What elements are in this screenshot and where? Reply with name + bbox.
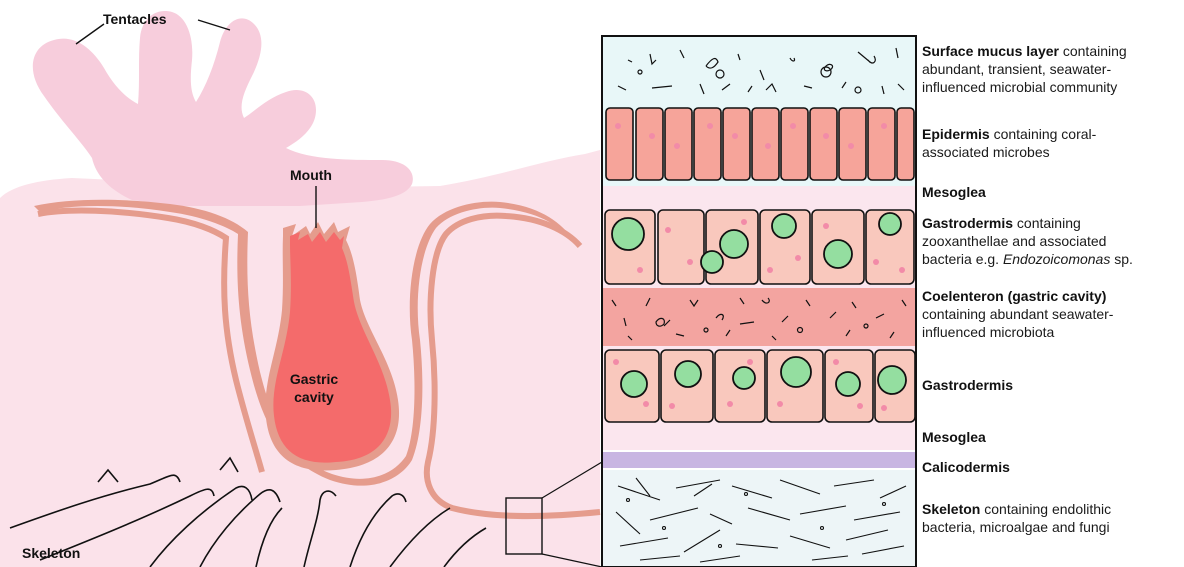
legend-mucus-desc-3: influenced microbial community <box>922 79 1117 95</box>
epidermis-cell <box>636 108 663 180</box>
epidermis-nucleus <box>823 133 829 139</box>
zooxanthella <box>621 371 647 397</box>
legend-mesoglea-2: Mesoglea <box>922 428 1184 446</box>
epidermis-nucleus <box>881 123 887 129</box>
tentacles-label: Tentacles <box>103 11 167 27</box>
mesoglea-layer-1 <box>602 186 916 206</box>
legend-mucus-desc-1: containing <box>1059 43 1127 59</box>
epidermis-nucleus <box>765 143 771 149</box>
legend-epidermis: Epidermis containing coral- associated m… <box>922 125 1184 161</box>
zooxanthella <box>878 366 906 394</box>
legend-mesoglea-1: Mesoglea <box>922 183 1184 201</box>
gastrodermis-nucleus <box>643 401 649 407</box>
gastrodermis-nucleus <box>669 403 675 409</box>
gastric-cavity-label-line1: Gastric <box>290 371 338 387</box>
epidermis-cell <box>723 108 750 180</box>
legend-gastrodermis-1-desc-3a: bacteria e.g. <box>922 251 1003 267</box>
legend-mesoglea-2-title: Mesoglea <box>922 429 986 445</box>
zooxanthella <box>701 251 723 273</box>
epidermis-cell <box>897 108 914 180</box>
polyp-cross-section: Tentacles Mouth Gastric cavity Skeleton <box>0 11 602 567</box>
calicodermis-layer <box>602 452 916 468</box>
gastrodermis-nucleus <box>873 259 879 265</box>
zooxanthella <box>824 240 852 268</box>
gastrodermis-nucleus <box>777 401 783 407</box>
legend-skeleton-desc-2: bacteria, microalgae and fungi <box>922 519 1110 535</box>
skeleton-label: Skeleton <box>22 545 80 561</box>
gastrodermis-nucleus <box>881 405 887 411</box>
legend-skeleton-desc-1: containing endolithic <box>980 501 1111 517</box>
zooxanthella <box>781 357 811 387</box>
gastrodermis-nucleus <box>665 227 671 233</box>
gastrodermis-nucleus <box>727 401 733 407</box>
epidermis-nucleus <box>848 143 854 149</box>
legend-mucus-desc-2: abundant, transient, seawater- <box>922 61 1111 77</box>
epidermis-nucleus <box>732 133 738 139</box>
gastrodermis-cells-2 <box>605 350 915 422</box>
epidermis-cell <box>606 108 633 180</box>
legend-coelenteron-desc-2: influenced microbiota <box>922 324 1054 340</box>
epidermis-cell <box>810 108 837 180</box>
legend-coelenteron-title: Coelenteron (gastric cavity) <box>922 288 1106 304</box>
legend-epidermis-title: Epidermis <box>922 126 990 142</box>
epidermis-nucleus <box>707 123 713 129</box>
gastrodermis-nucleus <box>741 219 747 225</box>
legend-epidermis-desc-1: containing coral- <box>990 126 1097 142</box>
zooxanthella <box>720 230 748 258</box>
mesoglea-layer-2 <box>602 426 916 450</box>
coelenteron-layer <box>602 288 916 346</box>
zooxanthella <box>836 372 860 396</box>
legend-coelenteron: Coelenteron (gastric cavity) containing … <box>922 287 1184 341</box>
legend-mucus: Surface mucus layer containing abundant,… <box>922 42 1184 96</box>
legend-epidermis-desc-2: associated microbes <box>922 144 1050 160</box>
epidermis-cell <box>868 108 895 180</box>
zooxanthella <box>879 213 901 235</box>
legend-gastrodermis-1-desc-1: containing <box>1013 215 1081 231</box>
legend-skeleton-title: Skeleton <box>922 501 980 517</box>
gastrodermis-nucleus <box>823 223 829 229</box>
layer-panel <box>602 36 916 567</box>
gastrodermis-nucleus <box>637 267 643 273</box>
epidermis-nucleus <box>790 123 796 129</box>
legend-mesoglea-1-title: Mesoglea <box>922 184 986 200</box>
epidermis-nucleus <box>649 133 655 139</box>
legend-mucus-title: Surface mucus layer <box>922 43 1059 59</box>
zooxanthella <box>612 218 644 250</box>
gastrodermis-nucleus <box>899 267 905 273</box>
gastrodermis-cell <box>658 210 704 284</box>
zooxanthella <box>733 367 755 389</box>
epidermis-cell <box>752 108 779 180</box>
gastrodermis-nucleus <box>767 267 773 273</box>
epidermis-cell <box>781 108 808 180</box>
legend-gastrodermis-1: Gastrodermis containing zooxanthellae an… <box>922 214 1184 268</box>
legend-gastrodermis-1-desc-3b: sp. <box>1110 251 1133 267</box>
mucus-layer <box>602 36 916 102</box>
epidermis-cells <box>606 108 914 180</box>
gastrodermis-nucleus <box>747 359 753 365</box>
legend-calicodermis: Calicodermis <box>922 458 1184 476</box>
legend-gastrodermis-1-title: Gastrodermis <box>922 215 1013 231</box>
legend-skeleton: Skeleton containing endolithic bacteria,… <box>922 500 1184 536</box>
legend-coelenteron-desc-1: containing abundant seawater- <box>922 306 1113 322</box>
legend-gastrodermis-1-desc-2: zooxanthellae and associated <box>922 233 1106 249</box>
zooxanthella <box>772 214 796 238</box>
legend-gastrodermis-2: Gastrodermis <box>922 376 1184 394</box>
legend-gastrodermis-2-title: Gastrodermis <box>922 377 1013 393</box>
gastric-cavity-label-line2: cavity <box>294 389 334 405</box>
tentacle-crown <box>33 11 413 206</box>
epidermis-nucleus <box>674 143 680 149</box>
epidermis-nucleus <box>615 123 621 129</box>
gastrodermis-nucleus <box>795 255 801 261</box>
gastrodermis-cells-1 <box>605 210 914 284</box>
zooxanthella <box>675 361 701 387</box>
epidermis-cell <box>694 108 721 180</box>
legend-gastrodermis-1-species: Endozoicomonas <box>1003 251 1110 267</box>
gastrodermis-nucleus <box>687 259 693 265</box>
gastrodermis-nucleus <box>613 359 619 365</box>
legend-calicodermis-title: Calicodermis <box>922 459 1010 475</box>
gastrodermis-nucleus <box>857 403 863 409</box>
gastrodermis-nucleus <box>833 359 839 365</box>
mouth-label: Mouth <box>290 167 332 183</box>
